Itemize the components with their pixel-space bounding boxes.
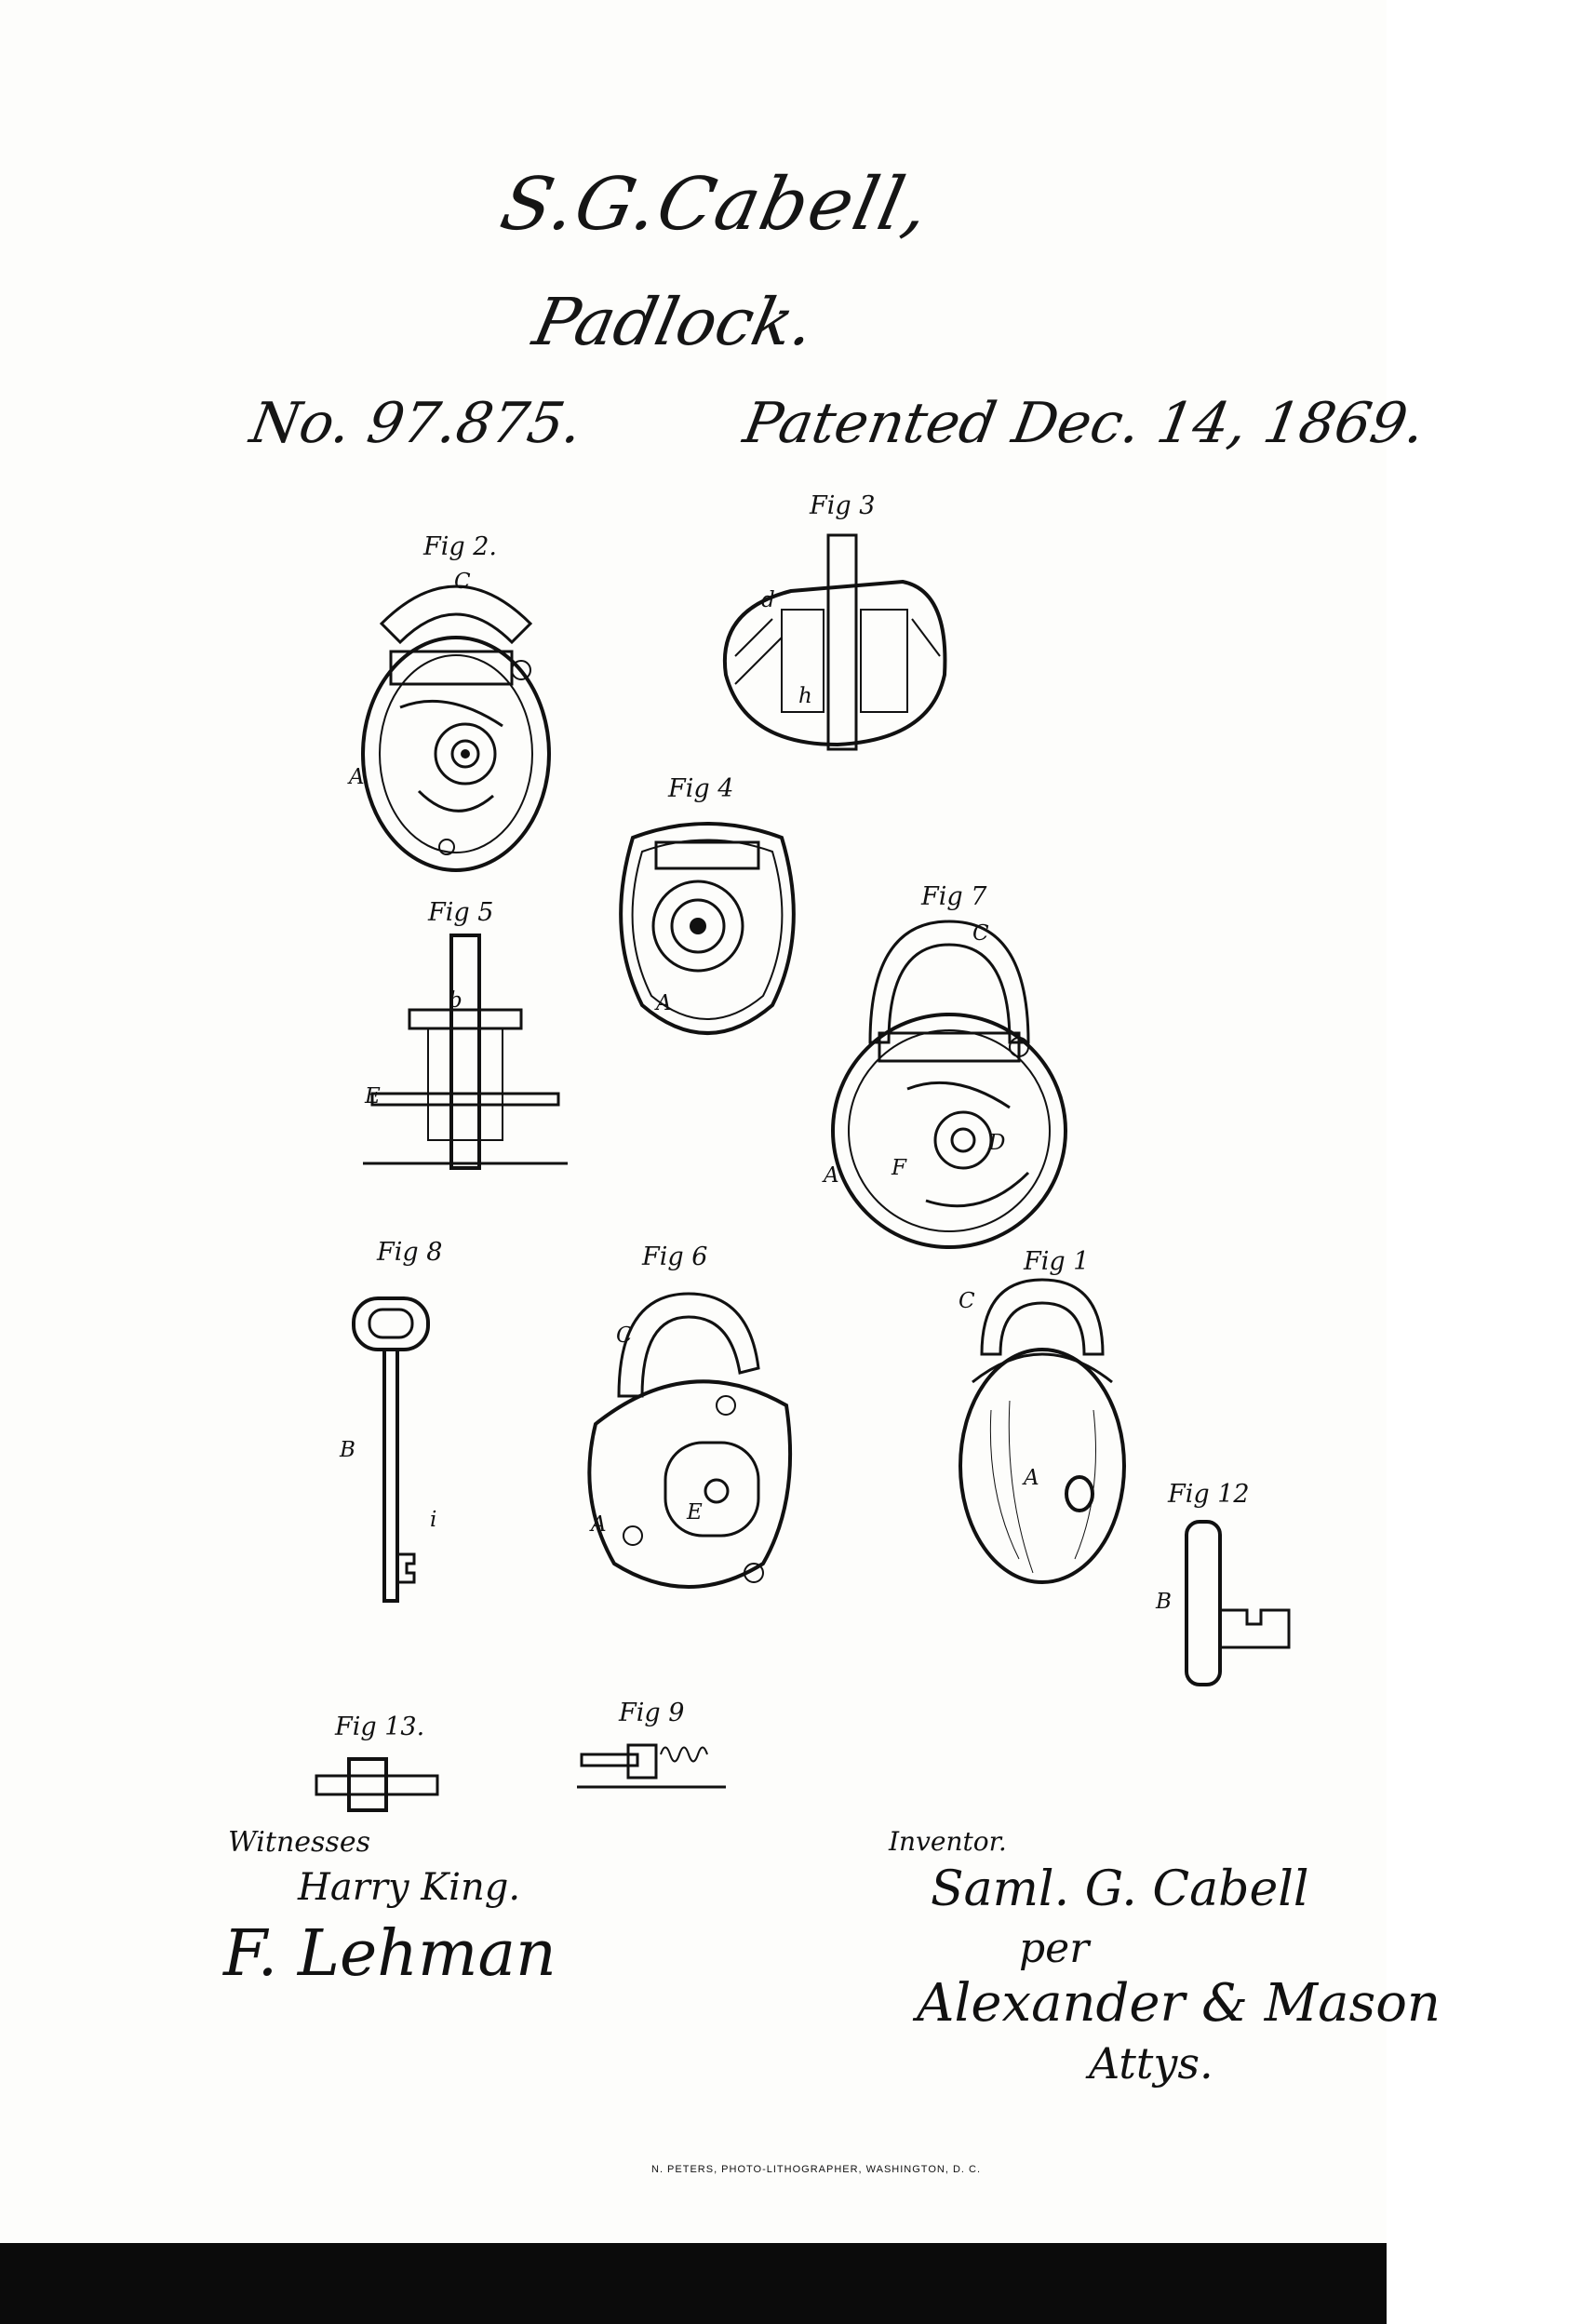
- invention-title: Padlock.: [527, 284, 822, 360]
- fig3-drawing: [717, 535, 949, 759]
- fig7-letter-f: F: [892, 1156, 906, 1180]
- patent-date: Patented Dec. 14, 1869.: [738, 391, 1430, 456]
- fig4-drawing: [605, 819, 810, 1052]
- fig6-letter-c: C: [616, 1323, 633, 1348]
- fig3-letter-d: d: [761, 588, 775, 612]
- patent-drawing-sheet: S.G.Cabell, Padlock. No. 97.875. Patente…: [223, 163, 1441, 2175]
- inventor-name-heading: S.G.Cabell,: [493, 163, 939, 247]
- fig2-letter-a: A: [349, 765, 365, 789]
- fig7-label: Fig 7: [921, 882, 987, 911]
- fig13-label: Fig 13.: [335, 1713, 425, 1741]
- fig5-label: Fig 5: [428, 898, 494, 927]
- fig1-drawing: [954, 1280, 1131, 1587]
- patent-number: No. 97.875.: [245, 391, 587, 456]
- fig8-label: Fig 8: [377, 1238, 443, 1267]
- fig6-label: Fig 6: [642, 1243, 708, 1271]
- fig12-letter-b: B: [1156, 1590, 1172, 1614]
- fig12-drawing: [1177, 1522, 1298, 1689]
- fig8-letter-b: B: [340, 1438, 355, 1462]
- fig6-drawing: [577, 1294, 800, 1601]
- scan-border: [0, 2243, 1387, 2324]
- fig1-letter-c: C: [959, 1289, 975, 1313]
- fig7-letter-c: C: [972, 921, 989, 946]
- fig7-letter-d: D: [988, 1131, 1006, 1155]
- fig5-drawing: [354, 931, 577, 1173]
- per-text: per: [1019, 1925, 1090, 1972]
- fig4-label: Fig 4: [668, 774, 734, 803]
- fig13-drawing: [312, 1759, 442, 1815]
- fig2-label: Fig 2.: [423, 532, 497, 561]
- fig2-drawing: [344, 568, 568, 875]
- fig1-label: Fig 1: [1024, 1247, 1090, 1276]
- attys-abbrev: Attys.: [1089, 2038, 1213, 2089]
- witness-2-signature: F. Lehman: [223, 1917, 556, 1991]
- fig7-drawing: [824, 921, 1075, 1256]
- fig8-letter-i: i: [430, 1508, 437, 1532]
- fig9-label: Fig 9: [619, 1699, 685, 1727]
- witness-1-signature: Harry King.: [298, 1866, 521, 1909]
- inventor-signature: Saml. G. Cabell: [931, 1861, 1309, 1917]
- inventor-heading: Inventor.: [889, 1826, 1007, 1857]
- witnesses-heading: Witnesses: [228, 1826, 370, 1859]
- fig3-label: Fig 3: [810, 491, 876, 520]
- fig12-label: Fig 12: [1168, 1480, 1250, 1509]
- fig8-drawing: [349, 1298, 442, 1605]
- lithographer-credit: N. PETERS, PHOTO-LITHOGRAPHER, WASHINGTO…: [651, 2164, 981, 2175]
- fig9-drawing: [577, 1736, 735, 1801]
- fig1-letter-a: A: [1024, 1466, 1039, 1490]
- fig6-letter-a: A: [591, 1512, 607, 1537]
- attorneys-signature: Alexander & Mason: [917, 1973, 1441, 2034]
- fig2-letter-c: C: [454, 570, 471, 594]
- fig5-letter-b: b: [449, 988, 463, 1013]
- fig6-letter-e: E: [687, 1500, 703, 1525]
- fig3-letter-h: h: [798, 684, 812, 708]
- fig5-letter-e: E: [365, 1084, 381, 1108]
- fig7-letter-a: A: [824, 1163, 839, 1188]
- fig4-letter-a: A: [656, 991, 672, 1015]
